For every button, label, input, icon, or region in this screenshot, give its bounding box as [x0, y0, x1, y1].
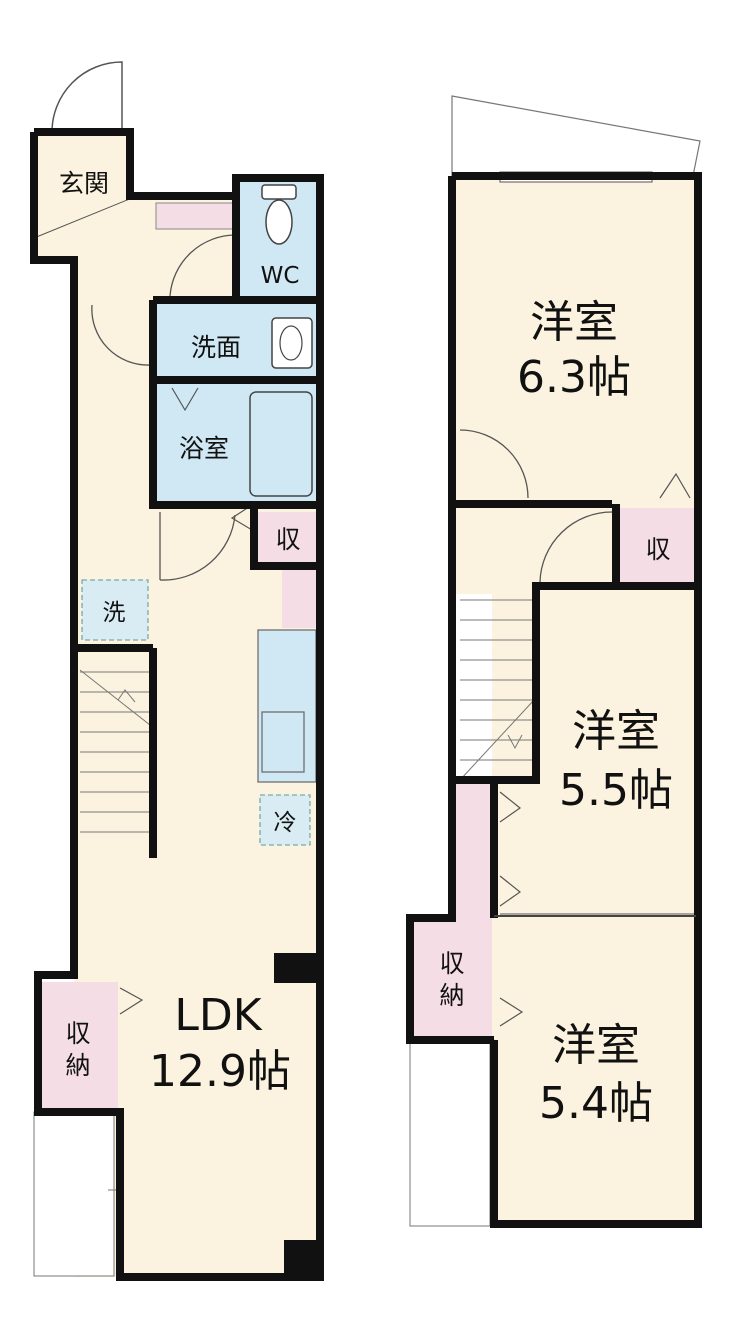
ldk-size-label: 12.9帖	[149, 1046, 291, 1097]
room2-size-label: 5.5帖	[559, 765, 673, 816]
ldk-storage	[38, 982, 118, 1108]
storage-2f-label-bottom: 納	[439, 981, 464, 1010]
wc-label: WC	[261, 263, 300, 289]
small-storage-2f	[620, 508, 694, 584]
washroom-door	[91, 304, 151, 366]
kitchen-shelf	[282, 570, 316, 628]
room2-door-2	[499, 875, 522, 907]
room3-name-label: 洋室	[552, 1020, 640, 1071]
ldk-storage-label-bottom: 納	[65, 1051, 90, 1080]
room1-door	[459, 429, 529, 499]
entrance-step-line	[33, 197, 133, 239]
fridge-label: 冷	[274, 810, 297, 836]
washer-space	[81, 579, 149, 641]
room1-closet-door	[659, 472, 691, 499]
ldk-storage-door	[119, 987, 144, 1015]
storage-2f-label-top: 収	[439, 949, 464, 978]
wc-door	[169, 234, 237, 297]
entrance-label: 玄関	[59, 169, 109, 198]
walls-2f	[406, 172, 702, 1228]
stairs-2f	[459, 599, 535, 781]
wall-column-2	[284, 1240, 324, 1280]
room2-name-label: 洋室	[572, 706, 660, 757]
room1-floor	[452, 176, 696, 504]
washer-label: 洗	[103, 600, 126, 626]
toilet-tank	[261, 184, 297, 200]
labels: 玄関 WC 洗面 浴室 収 洗 冷 収 納 LDK 12.9帖 洋室 6.3帖 …	[59, 169, 673, 1129]
walls-1f	[30, 128, 324, 1281]
balcony-2f-top	[451, 95, 701, 177]
room3-floor	[492, 918, 696, 1223]
bathroom-label: 浴室	[179, 434, 229, 463]
small-storage-1f	[258, 512, 318, 564]
fridge-space	[259, 794, 311, 846]
wall-column-1	[274, 953, 322, 983]
storage-1f-label: 収	[275, 525, 300, 554]
room2-floor	[492, 590, 696, 918]
balcony-2f-bottom	[409, 1039, 495, 1227]
toilet-bowl-icon	[265, 199, 293, 245]
storage-2f-door	[499, 997, 524, 1027]
room3-size-label: 5.4帖	[539, 1078, 653, 1129]
ldk-name-label: LDK	[174, 990, 262, 1041]
shoe-shelf	[155, 202, 235, 230]
hall-2f-floor	[452, 780, 496, 918]
room2-door-1	[499, 791, 522, 823]
entrance-door	[51, 61, 123, 134]
second-floor	[406, 95, 702, 1228]
storage-2f	[412, 918, 492, 1038]
corridor-door	[539, 511, 613, 583]
bathroom-door	[171, 387, 199, 412]
sink-basin-icon	[279, 325, 303, 361]
ldk-door	[159, 514, 236, 581]
balcony-1f	[33, 1111, 115, 1277]
ldk-storage-label-top: 収	[65, 1019, 90, 1048]
room1-size-label: 6.3帖	[517, 352, 631, 403]
bathtub	[249, 391, 313, 497]
first-floor	[30, 61, 324, 1281]
washroom-label: 洗面	[191, 333, 241, 362]
kitchen-sink	[261, 711, 305, 773]
stairs-1f	[79, 669, 151, 833]
room1-name-label: 洋室	[530, 297, 618, 348]
storage-2f-small-label: 収	[645, 535, 670, 564]
